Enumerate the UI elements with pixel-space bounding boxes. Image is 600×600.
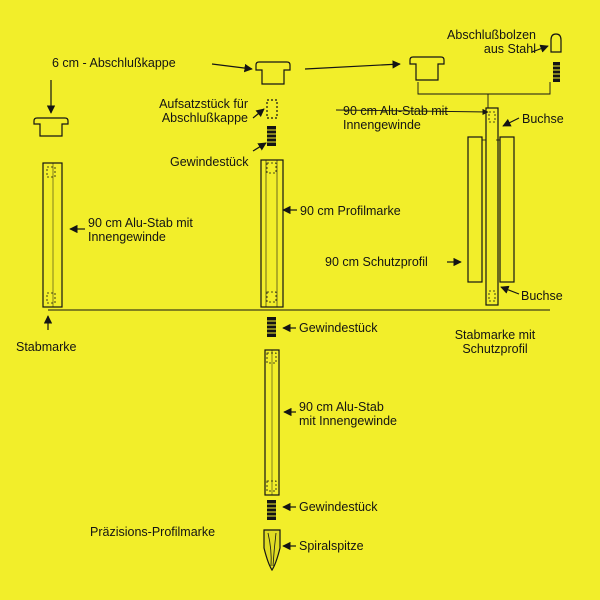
label-bottom-rod-line1: 90 cm Alu-Stab [299, 400, 384, 414]
label-cap-adapter-line2: Abschlußkappe [161, 111, 248, 125]
bottom-rod [264, 349, 280, 496]
right-end-cap [409, 56, 445, 81]
label-left-rod-line2: Innengewinde [88, 230, 166, 244]
left-rod [42, 162, 63, 308]
label-cap-6cm: 6 cm - Abschlußkappe [52, 56, 176, 70]
connector-lines [48, 82, 551, 311]
steel-bolt [550, 33, 562, 82]
label-right-rod-line2: Innengewinde [343, 118, 421, 132]
label-spiral-tip: Spiralspitze [299, 539, 364, 553]
label-protective-profile: 90 cm Schutzprofil [325, 255, 428, 269]
label-bottom-rod-line2: mit Innengewinde [299, 414, 397, 428]
label-cap-adapter-line1: Aufsatzstück für [159, 97, 248, 111]
label-right-rod-line1: 90 cm Alu-Stab mit [343, 104, 448, 118]
protective-profile-shape [467, 136, 515, 283]
label-steel-bolt-line1: Abschlußbolzen [447, 28, 536, 42]
label-stabmarke-protect-line2: Schutzprofil [462, 342, 528, 356]
label-threaded-bottom: Gewindestück [299, 500, 378, 514]
label-stabmarke-protect-line1: Stabmarke mit [454, 328, 536, 342]
label-threaded-middle: Gewindestück [299, 321, 378, 335]
threaded-piece-top [267, 126, 276, 146]
middle-profile-rod [260, 159, 284, 308]
spiral-tip-shape [263, 529, 281, 572]
label-profile-marker: 90 cm Profilmarke [300, 204, 401, 218]
label-steel-bolt-line2: aus Stahl [483, 42, 536, 56]
right-rod-with-bushings [485, 107, 499, 306]
label-left-rod-line1: 90 cm Alu-Stab mit [88, 216, 193, 230]
threaded-piece-middle [267, 317, 276, 337]
pointer-arrows [43, 44, 549, 551]
left-end-cap [33, 117, 69, 137]
cap-adapter-piece [266, 99, 278, 119]
label-bushing-bottom: Buchse [521, 289, 563, 303]
label-precision-marker: Präzisions-Profilmarke [90, 525, 216, 539]
middle-end-cap [255, 61, 291, 85]
label-stabmarke: Stabmarke [16, 340, 77, 354]
label-threaded-top: Gewindestück [170, 155, 249, 169]
label-bushing-top: Buchse [522, 112, 564, 126]
threaded-piece-bottom [267, 500, 276, 520]
